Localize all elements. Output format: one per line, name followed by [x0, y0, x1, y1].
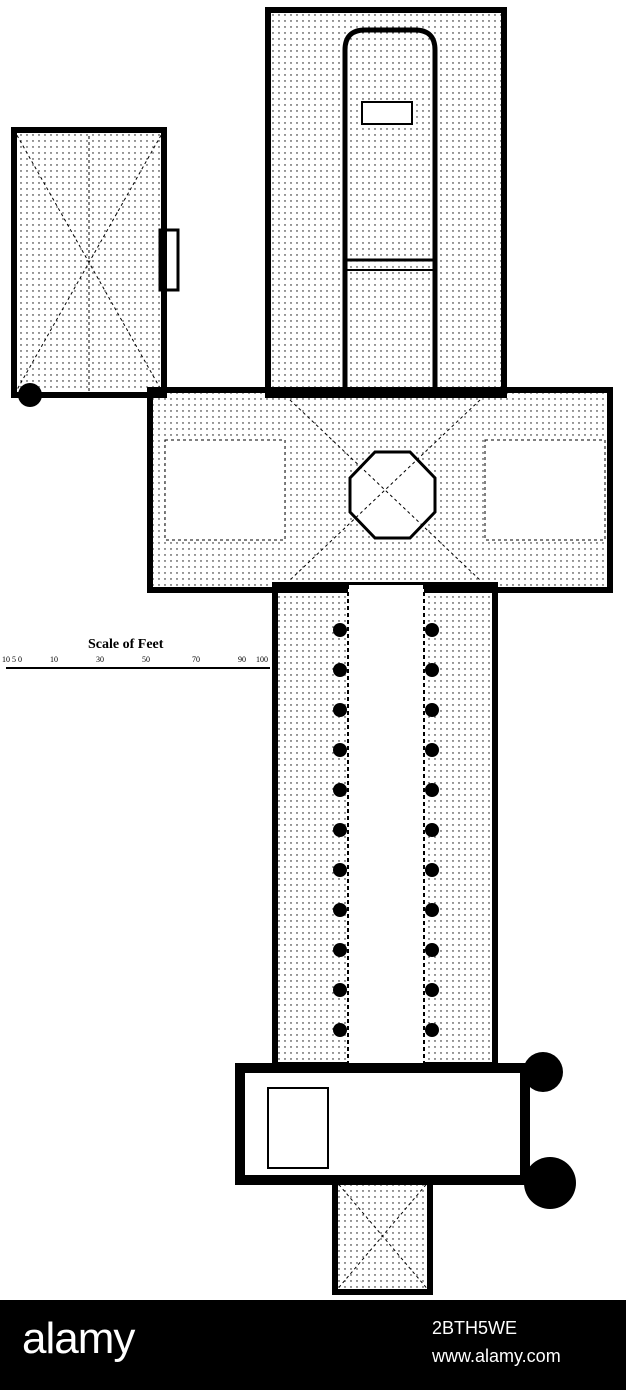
transept — [147, 387, 613, 593]
chapter-house — [11, 127, 180, 407]
scale-tick-label: 30 — [96, 655, 104, 664]
brand-logo: alamy — [22, 1314, 135, 1363]
watermark-footer: alamy 2BTH5WE www.alamy.com — [0, 1300, 626, 1390]
scale-tick-label: 100 — [256, 655, 268, 664]
choir — [265, 7, 507, 398]
site-url: www.alamy.com — [432, 1346, 561, 1366]
scale-of-feet: Scale of Feet 10 5 0 10 30 50 70 90 100 — [2, 637, 270, 669]
scale-tick-label: 10 — [50, 655, 58, 664]
image-id: 2BTH5WE — [432, 1318, 518, 1338]
scale-tick-label: 70 — [192, 655, 200, 664]
scale-tick-label: 10 5 0 — [2, 655, 22, 664]
west-front — [235, 1052, 576, 1295]
scale-tick-label: 50 — [142, 655, 150, 664]
cathedral-floor-plan: Scale of Feet 10 5 0 10 30 50 70 90 100 — [2, 7, 613, 1295]
scale-title: Scale of Feet — [88, 637, 164, 652]
nave — [272, 582, 498, 1068]
scale-tick-label: 90 — [238, 655, 246, 664]
